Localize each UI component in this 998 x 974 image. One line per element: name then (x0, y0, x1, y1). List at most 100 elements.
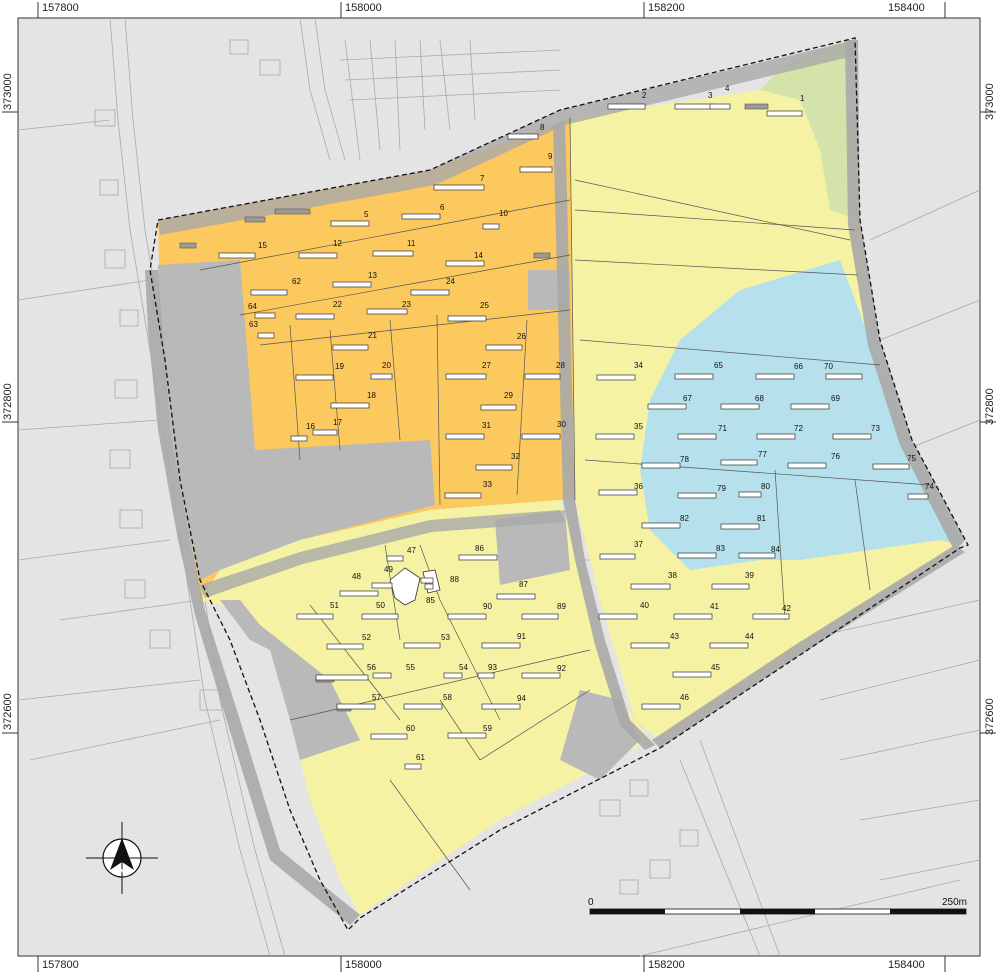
plot-57 (336, 703, 376, 710)
plot-80 (738, 491, 762, 498)
plot-label-35: 35 (634, 422, 643, 431)
plot-44 (709, 642, 749, 649)
plot-label-17: 17 (333, 418, 342, 427)
plot-49 (371, 582, 393, 589)
plot-59 (447, 732, 487, 739)
plot-73 (832, 433, 872, 440)
plot-14 (445, 260, 485, 267)
plot-label-4: 4 (725, 84, 730, 93)
plot-15 (218, 252, 256, 259)
plot-label-39: 39 (745, 571, 754, 580)
plot-label-81: 81 (757, 514, 766, 523)
plot-93 (477, 672, 495, 679)
plot-label-93: 93 (488, 663, 497, 672)
plot-43 (630, 642, 670, 649)
plot-39 (711, 583, 750, 590)
plot-label-76: 76 (831, 452, 840, 461)
plot-83 (677, 552, 717, 559)
coord-x-bottom-0: 157800 (42, 959, 79, 971)
plot-label-85: 85 (426, 596, 435, 605)
plot-label-44: 44 (745, 632, 754, 641)
plot-79 (677, 492, 717, 499)
plot-label-62: 62 (292, 277, 301, 286)
plot-label-60: 60 (406, 724, 415, 733)
garage-block (244, 216, 266, 223)
plot-label-7: 7 (480, 174, 485, 183)
plot-label-37: 37 (634, 540, 643, 549)
plot-label-65: 65 (714, 361, 723, 370)
plot-label-12: 12 (333, 239, 342, 248)
plot-27 (445, 373, 487, 380)
plot-8 (507, 133, 539, 140)
plot-label-33: 33 (483, 480, 492, 489)
plot-42 (752, 613, 790, 620)
plot-38 (630, 583, 671, 590)
plot-label-90: 90 (483, 602, 492, 611)
plot-75 (872, 463, 910, 470)
plot-29 (480, 404, 517, 411)
plot-65 (674, 373, 714, 380)
plot-61 (404, 763, 422, 770)
plot-label-1: 1 (800, 94, 805, 103)
scale-end-label: 250m (942, 897, 967, 908)
plot-label-51: 51 (330, 601, 339, 610)
plot-label-94: 94 (517, 694, 526, 703)
plot-label-32: 32 (511, 452, 520, 461)
plot-36 (598, 489, 638, 496)
plot-label-9: 9 (548, 152, 553, 161)
plot-41 (673, 613, 713, 620)
plot-47 (386, 555, 404, 562)
plot-46 (641, 703, 681, 710)
plot-74 (907, 493, 929, 500)
plot-label-54: 54 (459, 663, 468, 672)
plot-53 (403, 642, 441, 649)
plot-label-50: 50 (376, 601, 385, 610)
plot-72 (756, 433, 796, 440)
plot-label-69: 69 (831, 394, 840, 403)
plot-label-89: 89 (557, 602, 566, 611)
north-arrow-icon: N (86, 822, 158, 894)
plot-30 (521, 433, 561, 440)
plot-label-5: 5 (364, 210, 369, 219)
plot-label-73: 73 (871, 424, 880, 433)
plot-64 (254, 312, 276, 319)
plot-label-20: 20 (382, 361, 391, 370)
plot-label-53: 53 (441, 633, 450, 642)
plot-90 (447, 613, 487, 620)
plot-label-10: 10 (499, 209, 508, 218)
coord-x-bottom-3: 158400 (888, 959, 925, 971)
plot-71 (677, 433, 717, 440)
plot-label-31: 31 (482, 421, 491, 430)
plot-label-47: 47 (407, 546, 416, 555)
plot-label-59: 59 (483, 724, 492, 733)
plot-23 (366, 308, 408, 315)
plot-label-80: 80 (761, 482, 770, 491)
plot-4 (709, 103, 731, 110)
plot-label-82: 82 (680, 514, 689, 523)
plot-13 (332, 281, 372, 288)
plot-label-56: 56 (367, 663, 376, 672)
plot-label-57: 57 (372, 693, 381, 702)
plot-81 (720, 523, 760, 530)
plot-label-43: 43 (670, 632, 679, 641)
plot-label-40: 40 (640, 601, 649, 610)
plot-12 (298, 252, 338, 259)
plot-16 (290, 435, 308, 442)
plot-68 (720, 403, 760, 410)
plot-52 (326, 643, 364, 650)
plot-label-72: 72 (794, 424, 803, 433)
plot-label-15: 15 (258, 241, 267, 250)
plot-40 (598, 613, 638, 620)
coord-x-top-2: 158200 (648, 2, 685, 14)
plot-37 (599, 553, 636, 560)
plot-label-68: 68 (755, 394, 764, 403)
plot-70 (825, 373, 863, 380)
plot-48 (339, 590, 379, 597)
plot-label-77: 77 (758, 450, 767, 459)
coord-x-bottom-1: 158000 (345, 959, 382, 971)
plot-66 (755, 373, 795, 380)
plot-22 (295, 313, 335, 320)
plot-label-88: 88 (450, 575, 459, 584)
plot-5 (330, 220, 370, 227)
